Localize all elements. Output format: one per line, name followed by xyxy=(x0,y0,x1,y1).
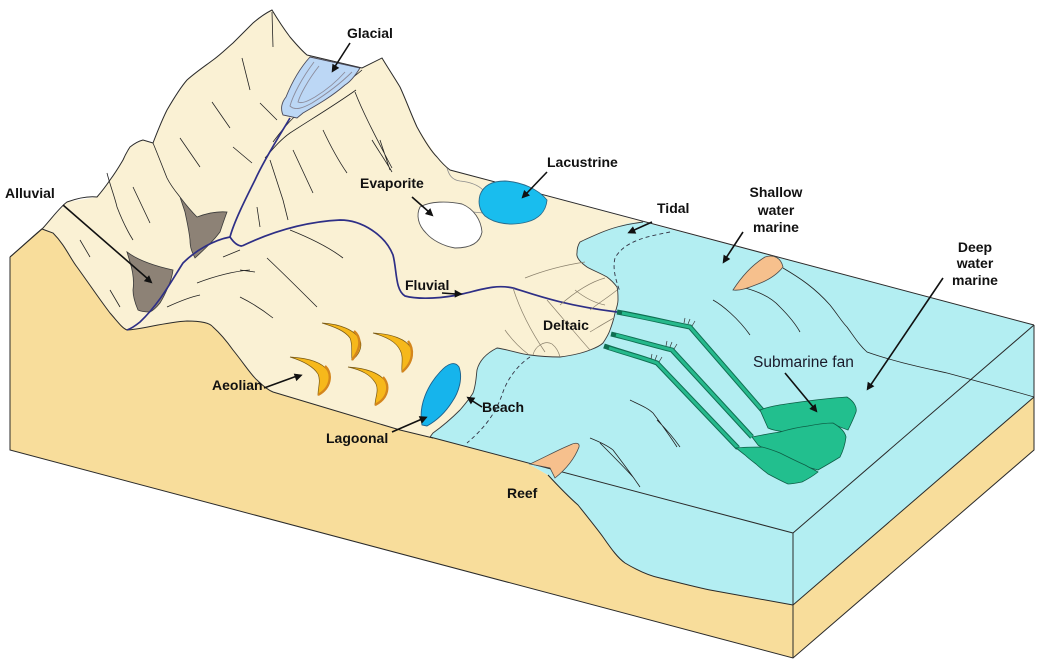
plain-features xyxy=(417,167,548,249)
arrow-glacial xyxy=(331,42,351,73)
arrow-fluvial-shaft xyxy=(441,292,457,295)
alluvial-fan-upper xyxy=(179,196,228,259)
seabed-contour-lines xyxy=(589,267,1035,488)
glacial-meltwater-stream xyxy=(229,117,291,247)
arrow-submarine-fan-shaft xyxy=(784,372,815,409)
glacier xyxy=(281,56,361,119)
arrow-lagoonal xyxy=(391,416,428,433)
label-beach: Beach xyxy=(482,399,524,415)
arrow-alluvial-head-icon xyxy=(143,275,153,284)
coastline xyxy=(429,221,644,438)
arrow-alluvial xyxy=(62,204,153,284)
fan-lobe-3 xyxy=(734,446,819,485)
shelf-edge-dashed-line xyxy=(466,231,671,444)
channel-1-fill xyxy=(621,311,764,411)
arrow-fluvial xyxy=(441,289,463,298)
arrow-alluvial-shaft xyxy=(62,204,149,280)
arrow-tidal xyxy=(627,221,653,234)
fluvial-main-channel xyxy=(241,219,618,313)
arrow-evaporite xyxy=(411,196,434,217)
label-lagoonal: Lagoonal xyxy=(326,430,388,446)
block-edges xyxy=(9,257,1035,659)
arrow-aeolian xyxy=(263,373,303,389)
hillslope-lines xyxy=(79,11,393,319)
label-deep-water-marine-line-1: Deep xyxy=(958,239,992,255)
channel-3-fill xyxy=(608,346,740,450)
arrow-shallow-head-icon xyxy=(722,254,731,264)
barchan-dune-2-slipface xyxy=(401,340,414,373)
glacier-contours xyxy=(289,61,353,110)
arrow-beach xyxy=(466,396,483,408)
label-glacial: Glacial xyxy=(347,25,393,41)
arrow-aeolian-head-icon xyxy=(293,373,303,382)
submarine-fan-system xyxy=(603,309,857,485)
front-face-sediment xyxy=(10,229,793,658)
label-evaporite: Evaporite xyxy=(360,175,424,191)
aeolian-dunes xyxy=(289,322,414,407)
label-aeolian: Aeolian xyxy=(212,377,263,393)
block-outlines xyxy=(9,9,1035,659)
lake-shoreline-lines xyxy=(446,167,484,214)
channel-levee-ticks xyxy=(650,317,696,363)
channel-2-fill xyxy=(615,333,754,439)
arrow-deep-head-icon xyxy=(866,381,875,391)
fringing-reef xyxy=(528,442,580,479)
arrow-tidal-shaft xyxy=(631,221,653,232)
arrow-evaporite-head-icon xyxy=(424,208,434,217)
arrow-beach-head-icon xyxy=(466,396,476,405)
label-deltaic: Deltaic xyxy=(543,317,589,333)
label-tidal: Tidal xyxy=(657,200,689,216)
arrow-evaporite-shaft xyxy=(411,196,430,213)
arrow-submarine-fan xyxy=(784,372,818,413)
label-deep-water-marine-line-3: marine xyxy=(952,272,998,288)
label-shallow-water-marine-line-3: marine xyxy=(753,219,799,235)
barchan-dune-4-slipface xyxy=(374,376,389,407)
mountain-silhouette xyxy=(9,9,1035,326)
label-lacustrine: Lacustrine xyxy=(547,154,618,170)
evaporite-flat xyxy=(417,201,483,249)
right-face-water xyxy=(793,325,1034,605)
arrow-submarine-fan-head-icon xyxy=(809,403,818,413)
marine-features xyxy=(466,231,1035,488)
arrow-shallow-shaft xyxy=(725,231,744,259)
label-reef: Reef xyxy=(507,485,538,501)
lacustrine-lake xyxy=(478,180,548,225)
label-alluvial: Alluvial xyxy=(5,185,55,201)
front-face-water xyxy=(527,463,793,605)
arrow-lagoonal-shaft xyxy=(391,418,423,433)
lagoon xyxy=(420,363,462,427)
arrow-deep-water-marine xyxy=(866,277,944,391)
river-system xyxy=(126,117,618,331)
label-submarine-fan: Submarine fan xyxy=(753,354,854,371)
label-fluvial: Fluvial xyxy=(405,277,449,293)
barchan-dune-1-slipface xyxy=(351,330,361,361)
arrow-lacustrine-shaft xyxy=(525,171,548,195)
delta-distributary-lines xyxy=(504,261,618,358)
arrow-fluvial-head-icon xyxy=(454,289,463,298)
shallow-marine-reef xyxy=(732,255,784,291)
alluvial-tributary xyxy=(126,236,231,331)
arrow-shallow-water-marine xyxy=(722,231,744,264)
seafloor-profile xyxy=(547,474,794,606)
arrow-glacial-shaft xyxy=(333,42,351,69)
right-face-sediment xyxy=(793,397,1034,658)
submarine-channels xyxy=(603,309,764,450)
environment-labels: Glacial Alluvial Evaporite Lacustrine Ti… xyxy=(5,25,998,501)
arrow-glacial-head-icon xyxy=(331,63,340,73)
arrow-lagoonal-head-icon xyxy=(418,416,428,424)
barchan-dune-3-slipface xyxy=(317,365,331,397)
front-terrain-profile xyxy=(9,228,434,439)
label-arrows xyxy=(62,42,944,433)
arrow-tidal-head-icon xyxy=(627,226,637,234)
arrow-deep-shaft xyxy=(869,277,944,387)
label-shallow-water-marine-line-1: Shallow xyxy=(750,184,803,200)
label-deep-water-marine-line-2: water xyxy=(956,255,994,271)
arrow-aeolian-shaft xyxy=(263,375,298,389)
label-shallow-water-marine-line-2: water xyxy=(757,202,795,218)
arrow-lacustrine xyxy=(521,171,548,199)
arrow-lacustrine-head-icon xyxy=(521,189,530,199)
